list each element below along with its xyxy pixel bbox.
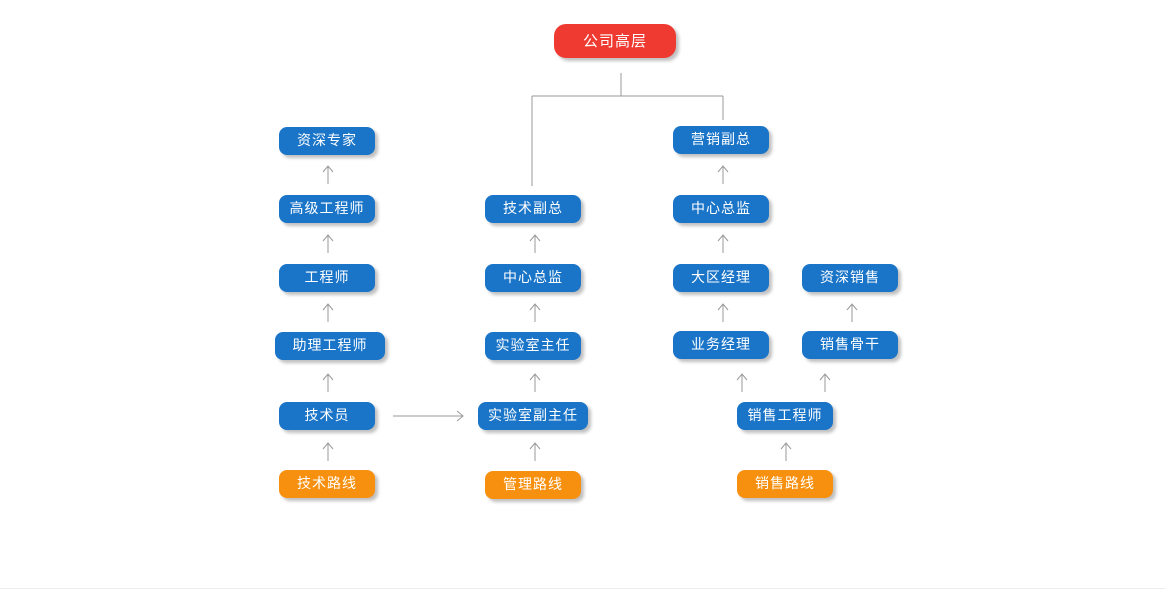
sales-senior-arrow xyxy=(846,303,858,322)
mgmt-arrow-2 xyxy=(529,373,541,392)
bottom-divider xyxy=(0,588,1165,589)
sales-level-center-director: 中心总监 xyxy=(673,195,769,223)
mgmt-level-center-director: 中心总监 xyxy=(485,264,581,292)
tech-arrow-5 xyxy=(322,165,334,184)
tech-level-assistant-engineer: 助理工程师 xyxy=(275,332,385,360)
tech-arrow-4 xyxy=(322,234,334,253)
top-management-node: 公司高层 xyxy=(554,24,676,58)
sales-level-sales-backbone: 销售骨干 xyxy=(802,331,898,359)
sales-mgmt-arrow-2 xyxy=(717,234,729,253)
sales-mgmt-arrow-3 xyxy=(717,165,729,184)
tech-level-senior-engineer: 高级工程师 xyxy=(279,195,375,223)
tech-arrow-3 xyxy=(322,303,334,322)
tech-level-senior-expert: 资深专家 xyxy=(279,127,375,155)
sales-mgmt-arrow-1 xyxy=(717,303,729,322)
tech-to-management-arrow xyxy=(393,410,464,422)
tech-arrow-2 xyxy=(322,373,334,392)
sales-arrow-to-backbone xyxy=(819,373,831,392)
mgmt-arrow-3 xyxy=(529,303,541,322)
tech-arrow-1 xyxy=(322,442,334,461)
sales-arrow-to-manager xyxy=(736,373,748,392)
sales-level-sales-engineer: 销售工程师 xyxy=(737,402,833,430)
tech-track-label: 技术路线 xyxy=(279,470,375,498)
mgmt-level-deputy-lab-director: 实验室副主任 xyxy=(478,402,588,430)
sales-arrow-entry xyxy=(780,442,792,461)
mgmt-arrow-4 xyxy=(529,234,541,253)
mgmt-level-lab-director: 实验室主任 xyxy=(485,332,581,360)
mgmt-arrow-1 xyxy=(529,442,541,461)
mgmt-level-tech-vp: 技术副总 xyxy=(485,195,581,223)
tech-level-engineer: 工程师 xyxy=(279,264,375,292)
sales-level-senior-sales: 资深销售 xyxy=(802,264,898,292)
tech-level-technician: 技术员 xyxy=(279,402,375,430)
sales-level-regional-manager: 大区经理 xyxy=(673,264,769,292)
sales-level-marketing-vp: 营销副总 xyxy=(673,126,769,154)
sales-level-business-manager: 业务经理 xyxy=(673,331,769,359)
mgmt-track-label: 管理路线 xyxy=(485,471,581,499)
sales-track-label: 销售路线 xyxy=(737,470,833,498)
